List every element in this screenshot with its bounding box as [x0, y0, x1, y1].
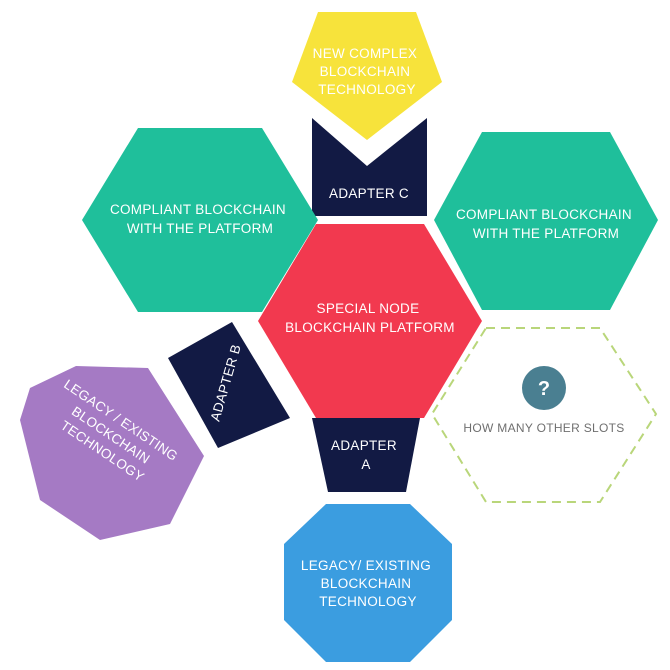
node-new-complex: NEW COMPLEX BLOCKCHAIN TECHNOLOGY: [292, 12, 442, 140]
svg-text:LEGACY/ EXISTING BLOCKCH: LEGACY/ EXISTING BLOCKCHAIN TECHNOLOGY: [301, 558, 435, 609]
svg-text:ADAPTER A: ADAPTER A: [331, 438, 401, 472]
node-compliant-right: COMPLIANT BLOCKCHAIN WITH THE PLATFORM: [434, 132, 658, 310]
node-adapter-a: ADAPTER A: [312, 418, 420, 492]
compliant-left-line-2: WITH THE PLATFORM: [127, 221, 273, 236]
svg-text:NEW COMPLEX BLOCKCHAIN: NEW COMPLEX BLOCKCHAIN TECHNOLOGY: [313, 46, 422, 97]
adapter-a-line-2: A: [361, 457, 370, 472]
compliant-left-line-1: COMPLIANT BLOCKCHAIN: [110, 202, 286, 217]
new-complex-shape: [292, 12, 442, 140]
svg-text:SPECIAL NODE BLOCKCHAIN: SPECIAL NODE BLOCKCHAIN PLATFORM: [285, 301, 455, 335]
new-complex-line-2: BLOCKCHAIN: [320, 64, 411, 79]
node-special-platform: SPECIAL NODE BLOCKCHAIN PLATFORM: [258, 224, 482, 418]
special-node-shape: [258, 224, 482, 418]
other-slots-label: HOW MANY OTHER SLOTS: [463, 421, 624, 435]
node-other-slots: ? HOW MANY OTHER SLOTS: [430, 327, 658, 503]
adapter-a-shape: [312, 418, 420, 492]
svg-text:COMPLIANT BLOCKCHAIN WIT: COMPLIANT BLOCKCHAIN WITH THE PLATFORM: [456, 207, 636, 241]
svg-text:COMPLIANT BLOCKCHAIN WIT: COMPLIANT BLOCKCHAIN WITH THE PLATFORM: [110, 202, 290, 236]
adapter-a-line-1: ADAPTER: [331, 438, 397, 453]
other-slots-shape: [430, 327, 658, 503]
adapter-c-shape: [312, 118, 427, 216]
legacy-bottom-line-2: BLOCKCHAIN: [321, 576, 412, 591]
legacy-left-shape: [20, 366, 204, 540]
special-node-line-2: BLOCKCHAIN PLATFORM: [285, 320, 455, 335]
compliant-right-line-1: COMPLIANT BLOCKCHAIN: [456, 207, 632, 222]
legacy-bottom-shape: [284, 504, 452, 662]
compliant-left-shape: [82, 128, 318, 312]
legacy-bottom-line-3: TECHNOLOGY: [319, 594, 417, 609]
new-complex-line-3: TECHNOLOGY: [318, 82, 416, 97]
node-compliant-left: COMPLIANT BLOCKCHAIN WITH THE PLATFORM: [82, 128, 318, 312]
node-adapter-b: ADAPTER B: [168, 322, 290, 448]
node-legacy-left: LEGACY / EXISTING BLOCKCHAIN TECHNOLOGY: [20, 366, 204, 540]
special-node-line-1: SPECIAL NODE: [317, 301, 420, 316]
new-complex-line-1: NEW COMPLEX: [313, 46, 418, 61]
question-mark-symbol: ?: [538, 378, 550, 400]
compliant-right-shape: [434, 132, 658, 310]
node-adapter-c: ADAPTER C: [312, 118, 427, 216]
compliant-right-line-2: WITH THE PLATFORM: [473, 226, 619, 241]
adapter-c-label: ADAPTER C: [329, 186, 409, 201]
adapter-b-shape: [168, 322, 290, 448]
node-legacy-bottom: LEGACY/ EXISTING BLOCKCHAIN TECHNOLOGY: [284, 504, 452, 662]
legacy-bottom-line-1: LEGACY/ EXISTING: [301, 558, 431, 573]
question-mark-icon: [522, 366, 566, 410]
